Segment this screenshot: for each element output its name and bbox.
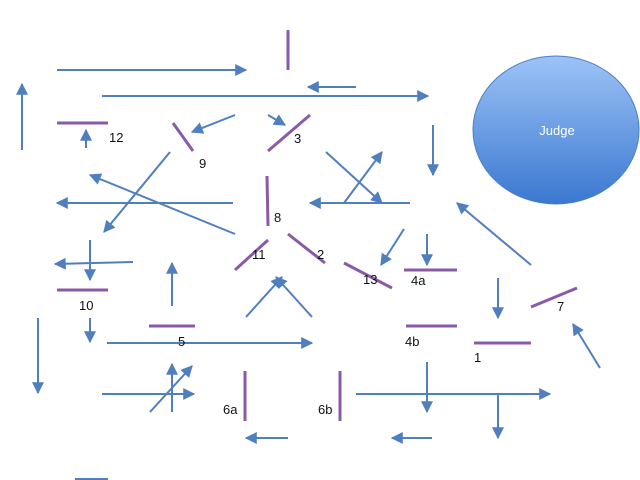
arrow — [149, 365, 193, 413]
barrier-11 — [233, 238, 270, 272]
label-12: 12 — [109, 130, 123, 145]
barrier-8 — [265, 175, 270, 227]
label-10: 10 — [79, 298, 93, 313]
arrow — [190, 114, 236, 134]
arrow — [267, 114, 287, 126]
label-group: 12 9 3 8 11 2 13 4a 10 7 5 4b 1 6a 6b — [79, 130, 564, 417]
barrier-13 — [343, 261, 393, 290]
label-8: 8 — [274, 210, 281, 225]
label-7: 7 — [557, 299, 564, 314]
barrier-group — [57, 30, 578, 421]
arrow — [572, 322, 601, 369]
label-11: 11 — [252, 247, 266, 262]
label-6a: 6a — [223, 402, 238, 417]
judge-label: Judge — [539, 123, 574, 138]
label-1: 1 — [474, 350, 481, 365]
arrow — [88, 173, 236, 235]
arrow — [456, 202, 532, 266]
label-4a: 4a — [411, 273, 426, 288]
arrow-group — [16, 64, 601, 480]
arrow — [245, 276, 283, 318]
barrier-2 — [287, 232, 326, 265]
label-9: 9 — [199, 156, 206, 171]
label-3: 3 — [294, 131, 301, 146]
arrow — [275, 276, 313, 318]
label-6b: 6b — [318, 402, 332, 417]
arrow — [343, 151, 383, 204]
label-5: 5 — [178, 334, 185, 349]
label-4b: 4b — [405, 334, 419, 349]
arrow — [325, 151, 383, 204]
label-13: 13 — [363, 272, 377, 287]
judge-circle — [472, 55, 640, 205]
barrier-7 — [530, 286, 578, 309]
judge-node: Judge — [472, 55, 640, 205]
arrow — [380, 228, 405, 267]
arrow — [103, 151, 171, 233]
barrier-9 — [171, 122, 195, 152]
barrier-3 — [267, 113, 311, 153]
arrow — [53, 257, 134, 270]
label-2: 2 — [317, 247, 324, 262]
